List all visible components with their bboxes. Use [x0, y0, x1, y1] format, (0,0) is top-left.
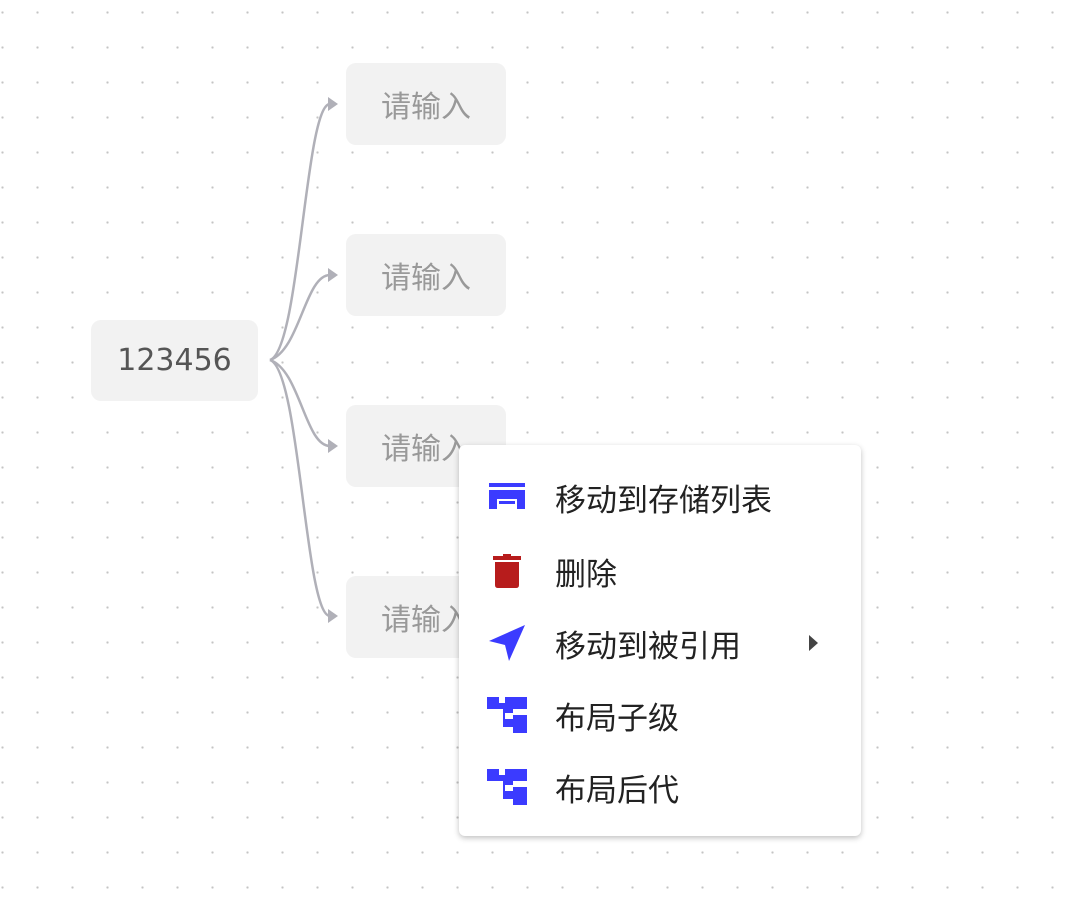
edge-arrow	[328, 439, 338, 453]
navigate-icon	[489, 625, 525, 661]
menu-item-layout-children[interactable]: 布局子级	[459, 679, 861, 751]
child-node[interactable]: 请输入	[346, 63, 506, 145]
child-node[interactable]: 请输入	[346, 234, 506, 316]
tree-layout-icon	[487, 769, 527, 805]
root-node[interactable]: 123456	[91, 320, 258, 401]
edge-arrow	[328, 97, 338, 111]
submenu-arrow-icon	[809, 635, 818, 651]
tree-layout-icon	[487, 697, 527, 733]
menu-item-move-to-referenced[interactable]: 移动到被引用	[459, 607, 861, 679]
edge	[269, 358, 331, 618]
edge-arrow	[328, 268, 338, 282]
menu-item-delete[interactable]: 删除	[459, 535, 861, 607]
edge	[269, 273, 331, 362]
store-icon	[489, 483, 525, 509]
edge-arrow	[328, 609, 338, 623]
child-node[interactable]: 请输入	[346, 405, 506, 487]
edge	[269, 102, 331, 362]
context-menu: 移动到存储列表 删除 移动到被引用 布局子级 布局后代	[459, 445, 861, 836]
menu-item-move-to-storage[interactable]: 移动到存储列表	[459, 461, 861, 533]
edge	[269, 358, 331, 448]
menu-item-layout-descendants[interactable]: 布局后代	[459, 751, 861, 823]
trash-icon	[493, 554, 521, 588]
